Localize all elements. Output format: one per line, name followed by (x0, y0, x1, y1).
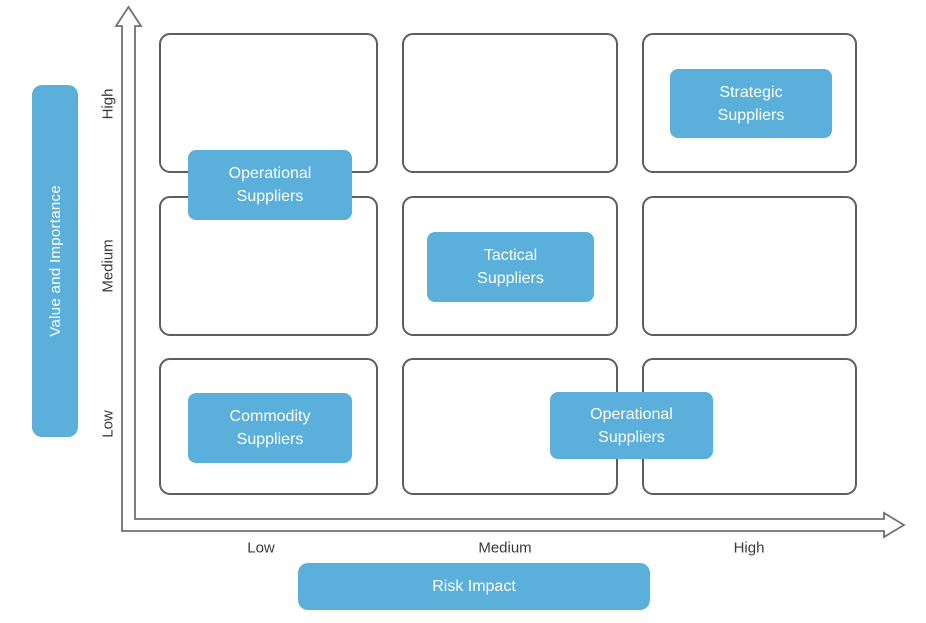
tactical-suppliers-badge: Tactical Suppliers (427, 232, 594, 302)
x-tick-high: High (733, 539, 765, 557)
badge-label-line: Operational (228, 165, 312, 182)
badge-label-line: Suppliers (598, 428, 665, 446)
x-tick-low: Low (247, 539, 275, 557)
cell-value-high-risk-medium (402, 33, 618, 173)
y-axis-title: Value and Importance (46, 185, 64, 337)
badge-label-line: Suppliers (477, 270, 544, 287)
operational-suppliers-lower-right-badge: Operational Suppliers (550, 392, 713, 459)
badge-label-line: Operational (590, 405, 673, 423)
badge-label-line: Suppliers (717, 106, 785, 124)
y-tick-medium: Medium (99, 239, 117, 293)
y-tick-low: Low (99, 410, 117, 438)
badge-label-line: Tactical (483, 247, 538, 264)
x-axis-title-banner: Risk Impact (298, 563, 650, 610)
operational-suppliers-upper-left-badge: Operational Suppliers (188, 150, 352, 220)
strategic-suppliers-badge: Strategic Suppliers (670, 69, 832, 138)
x-axis-title: Risk Impact (432, 577, 516, 595)
commodity-suppliers-badge: Commodity Suppliers (188, 393, 352, 463)
badge-label-line: Commodity (229, 408, 311, 425)
cell-value-medium-risk-high (642, 196, 857, 336)
cell-value-high-risk-low (159, 33, 378, 173)
badge-label-line: Suppliers (236, 431, 304, 448)
badge-label-line: Strategic (719, 83, 783, 101)
badge-label-line: Suppliers (236, 188, 304, 205)
x-tick-medium: Medium (478, 539, 532, 557)
y-tick-high: High (99, 88, 117, 120)
y-axis-title-banner: Value and Importance (32, 85, 78, 437)
